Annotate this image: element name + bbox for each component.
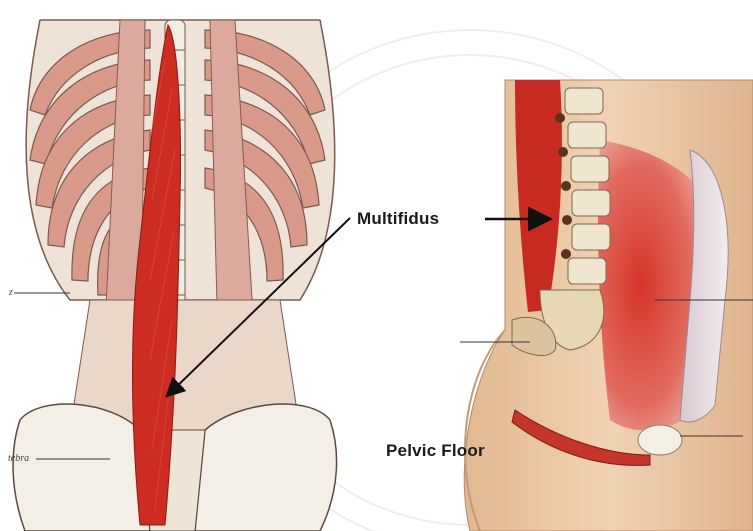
small-label-bottom: tebra <box>8 453 29 464</box>
multifidus-label: Multifidus <box>357 209 439 229</box>
pelvic-floor-label: Pelvic Floor <box>386 441 485 461</box>
posterior-back-illustration <box>13 20 337 531</box>
small-label-top: z <box>9 287 13 298</box>
lateral-torso-illustration <box>460 80 753 531</box>
